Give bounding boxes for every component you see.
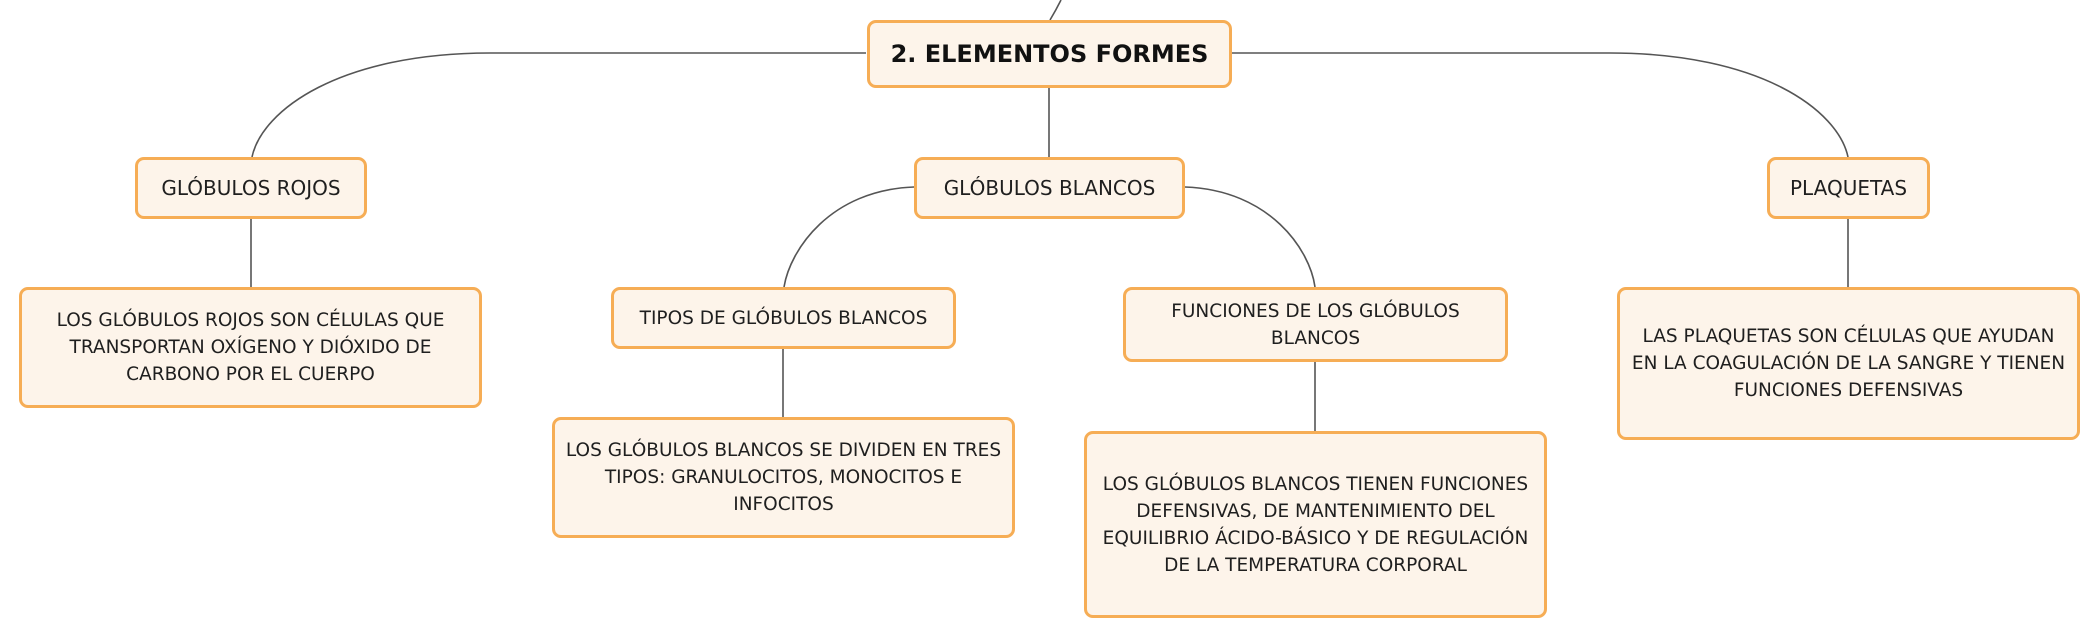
root-node[interactable]: 2. ELEMENTOS FORMES <box>867 20 1232 88</box>
connector-blancos-funciones <box>1184 186 1316 288</box>
node-tipos-description[interactable]: LOS GLÓBULOS BLANCOS SE DIVIDEN EN TRES … <box>552 417 1015 538</box>
connector-root-plaquetas <box>1232 52 1849 158</box>
node-plaquetas-description-text: LAS PLAQUETAS SON CÉLULAS QUE AYUDAN EN … <box>1631 326 2066 401</box>
node-globulos-rojos-label: GLÓBULOS ROJOS <box>161 176 341 200</box>
root-node-label: 2. ELEMENTOS FORMES <box>890 40 1209 68</box>
node-tipos-globulos-blancos-label: TIPOS DE GLÓBULOS BLANCOS <box>639 307 928 329</box>
node-globulos-blancos[interactable]: GLÓBULOS BLANCOS <box>914 157 1185 219</box>
node-funciones-description[interactable]: LOS GLÓBULOS BLANCOS TIENEN FUNCIONES DE… <box>1084 431 1547 618</box>
node-plaquetas-description[interactable]: LAS PLAQUETAS SON CÉLULAS QUE AYUDAN EN … <box>1617 287 2080 440</box>
node-plaquetas[interactable]: PLAQUETAS <box>1767 157 1930 219</box>
node-funciones-globulos-blancos-label: FUNCIONES DE LOS GLÓBULOS BLANCOS <box>1171 300 1460 349</box>
node-globulos-rojos-description[interactable]: LOS GLÓBULOS ROJOS SON CÉLULAS QUE TRANS… <box>19 287 482 408</box>
node-tipos-description-text: LOS GLÓBULOS BLANCOS SE DIVIDEN EN TRES … <box>565 440 1002 515</box>
node-globulos-rojos[interactable]: GLÓBULOS ROJOS <box>135 157 367 219</box>
node-plaquetas-label: PLAQUETAS <box>1789 176 1908 200</box>
node-globulos-rojos-description-text: LOS GLÓBULOS ROJOS SON CÉLULAS QUE TRANS… <box>56 310 445 385</box>
connector-blancos-tipos <box>783 186 915 288</box>
node-funciones-description-text: LOS GLÓBULOS BLANCOS TIENEN FUNCIONES DE… <box>1102 473 1529 576</box>
node-globulos-blancos-label: GLÓBULOS BLANCOS <box>943 176 1156 200</box>
connector-root-rojos <box>251 52 866 158</box>
node-tipos-globulos-blancos[interactable]: TIPOS DE GLÓBULOS BLANCOS <box>611 287 956 349</box>
node-funciones-globulos-blancos[interactable]: FUNCIONES DE LOS GLÓBULOS BLANCOS <box>1123 287 1508 362</box>
connector-root-parent <box>1049 0 1062 21</box>
